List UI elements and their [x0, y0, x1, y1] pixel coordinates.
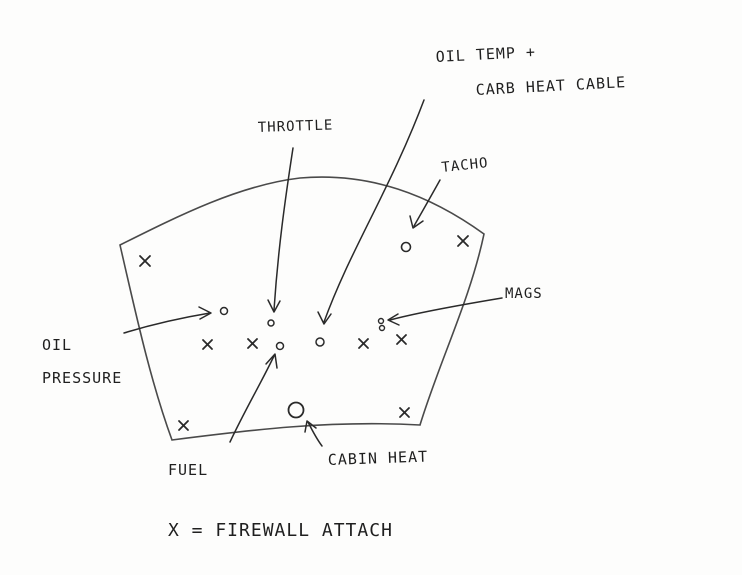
x-mark [358, 338, 369, 349]
oil-temp-arrow [323, 99, 425, 323]
oil-pressure-label-line2: PRESSURE [42, 369, 122, 387]
mag-hole-upper [377, 317, 385, 325]
tacho-hole [400, 241, 412, 253]
fuel-arrow [229, 355, 275, 443]
throttle-hole [267, 319, 275, 327]
holes [219, 241, 412, 419]
cabin-heat-arrow [307, 421, 323, 447]
firewall-attach-marks [139, 235, 469, 431]
legend-text: X = FIREWALL ATTACH [168, 520, 393, 541]
x-mark [396, 334, 407, 345]
x-mark [202, 339, 213, 350]
oil-pressure-hole [219, 306, 229, 316]
oil-pressure-label-line1: OIL [42, 336, 72, 354]
oil-temp-hole [315, 337, 325, 347]
firewall-outline [119, 176, 485, 441]
mags-arrow [389, 297, 503, 321]
mag-hole-lower [378, 324, 386, 332]
x-mark [399, 407, 410, 418]
throttle-arrow [273, 147, 294, 311]
cabin-heat-label: CABIN HEAT [328, 448, 429, 469]
oil-pressure-arrow [123, 312, 211, 334]
oil-temp-label-line1: OIL TEMP + [435, 43, 536, 66]
tacho-label: TACHO [441, 155, 490, 176]
fuel-hole [275, 341, 285, 351]
throttle-label: THROTTLE [258, 117, 334, 136]
cabin-heat-hole [287, 401, 305, 419]
arrows [123, 99, 503, 447]
mags-label: MAGS [505, 286, 543, 302]
fuel-label: FUEL [168, 461, 208, 479]
oil-temp-label-line2: CARB HEAT CABLE [475, 73, 626, 99]
tacho-arrow [413, 179, 441, 227]
x-mark [178, 420, 189, 431]
x-mark [139, 255, 151, 267]
x-mark [457, 235, 469, 247]
x-mark [247, 338, 258, 349]
